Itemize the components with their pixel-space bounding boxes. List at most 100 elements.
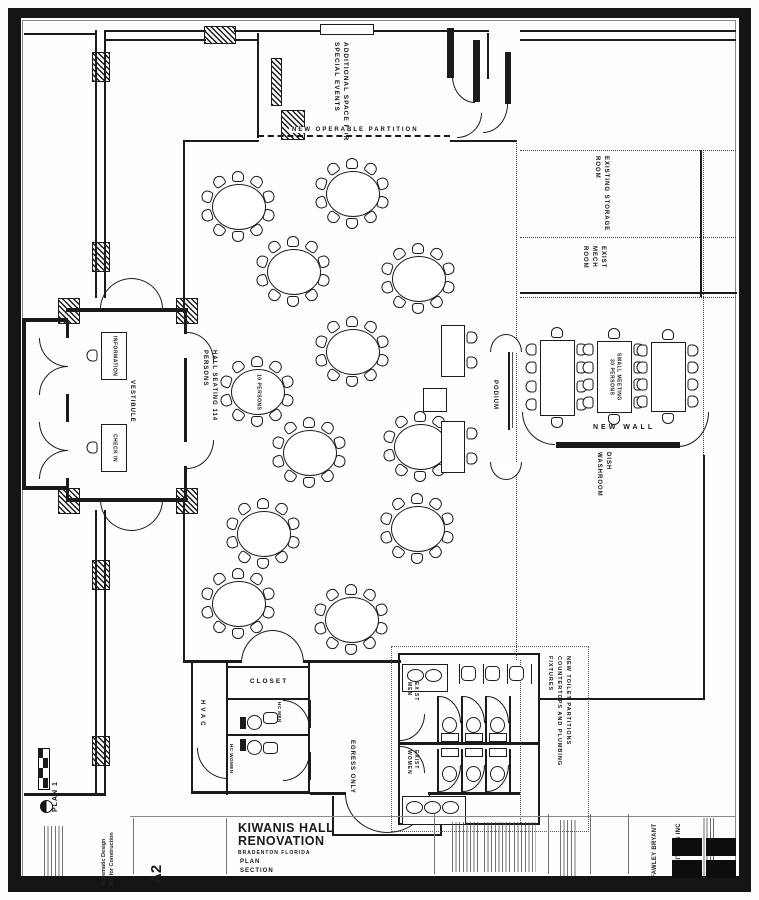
wall <box>509 696 511 742</box>
label-exist-mech-room: EXIST MECH ROOM <box>582 246 606 269</box>
wall <box>398 653 540 655</box>
existing-wall-dotted <box>520 237 736 238</box>
label-hc-men: HC MEN <box>277 702 282 723</box>
chair <box>687 378 699 391</box>
chair <box>582 343 594 356</box>
wall <box>22 486 68 490</box>
round-table <box>391 506 445 552</box>
fine-print-column <box>484 822 510 872</box>
toilet-tank <box>465 733 483 742</box>
wall <box>22 318 68 322</box>
door-swing-arc <box>490 334 522 352</box>
chair <box>661 328 674 340</box>
wall <box>191 663 193 793</box>
chair <box>582 361 594 374</box>
label-closet: CLOSET <box>249 678 289 685</box>
door-swing-arc <box>241 630 273 663</box>
urinal <box>485 666 500 681</box>
door-swing-arc <box>39 338 68 367</box>
toilet-tank <box>489 748 507 757</box>
wall <box>483 664 484 684</box>
chair <box>525 380 537 393</box>
chair <box>411 552 423 564</box>
wall-hatch <box>92 736 110 766</box>
wall-hatch <box>92 52 110 82</box>
project-name-line1: KIWANIS HALL <box>238 821 335 835</box>
toilet-bowl <box>466 766 481 782</box>
existing-wall-dotted <box>520 150 736 151</box>
wall <box>520 30 736 32</box>
wall <box>703 455 705 700</box>
project-name-line2: RENOVATION <box>238 834 325 848</box>
sink <box>407 669 424 682</box>
wall-hatch <box>271 58 282 106</box>
round-table <box>394 424 448 470</box>
wall-hatch <box>92 242 110 272</box>
round-table-label: 10 PERSONS <box>255 373 262 411</box>
banquet-table: SMALL MEETING 30 PERSONS <box>597 341 632 413</box>
chair <box>525 343 537 356</box>
wall <box>303 660 401 663</box>
inner-border-line <box>22 20 736 21</box>
chair <box>287 235 299 247</box>
existing-wall-dotted <box>520 660 521 823</box>
round-table <box>392 256 446 302</box>
chair <box>257 497 269 509</box>
wall <box>487 33 489 79</box>
wall-hatch <box>176 298 198 324</box>
wall <box>183 140 185 308</box>
door-swing-arc <box>678 412 709 447</box>
wall-hatch <box>58 298 80 324</box>
sink <box>424 801 441 814</box>
north-key-circle <box>40 800 53 813</box>
chair <box>636 361 648 374</box>
chair <box>525 361 537 374</box>
chair <box>582 396 594 409</box>
round-table <box>267 249 321 295</box>
label-new-wall: NEW WALL <box>593 424 656 431</box>
wall <box>398 653 400 825</box>
fine-print-column <box>560 820 578 876</box>
chair <box>346 375 358 387</box>
door-swing-arc <box>272 630 304 663</box>
banquet-table <box>540 340 575 416</box>
wall <box>505 52 511 104</box>
chair <box>232 567 244 579</box>
toilet-bowl <box>442 766 457 782</box>
chair <box>412 242 424 254</box>
wall <box>184 466 187 498</box>
sink <box>263 712 278 724</box>
toilet-tank <box>489 733 507 742</box>
chair <box>636 378 648 391</box>
wall <box>437 749 439 793</box>
toilet-tank <box>240 717 246 729</box>
door-swing-arc <box>39 450 68 479</box>
chair <box>687 344 699 357</box>
chair <box>346 157 358 169</box>
label-operable-partition: NEW OPERABLE PARTITION <box>289 127 422 133</box>
door-swing-arc <box>283 700 310 729</box>
check-in-desk-label: CHECK IN <box>111 433 118 463</box>
chair <box>232 230 244 242</box>
wall <box>520 292 737 294</box>
chair <box>232 170 244 182</box>
existing-wall-dotted <box>703 150 704 455</box>
wall <box>24 793 106 796</box>
wall <box>22 318 26 490</box>
label-hc-women: HC WOMEN <box>229 744 234 774</box>
label-dish-washroom: DISH WASHROOM <box>596 452 611 497</box>
architect-name-1: FAWLEY BRYANT <box>652 823 658 878</box>
plan-ref: PLAN 1 <box>52 781 59 812</box>
label-exist-women: EXIST WOMEN <box>406 750 419 775</box>
wall <box>520 39 736 41</box>
chair <box>582 378 594 391</box>
door-swing-arc <box>39 366 68 395</box>
head-table <box>441 421 465 473</box>
sink <box>425 669 442 682</box>
wall <box>95 30 97 298</box>
round-table <box>212 581 266 627</box>
chair <box>303 476 315 488</box>
door-swing-arc <box>457 113 482 138</box>
wall <box>183 502 185 662</box>
toilet-tank <box>441 748 459 757</box>
